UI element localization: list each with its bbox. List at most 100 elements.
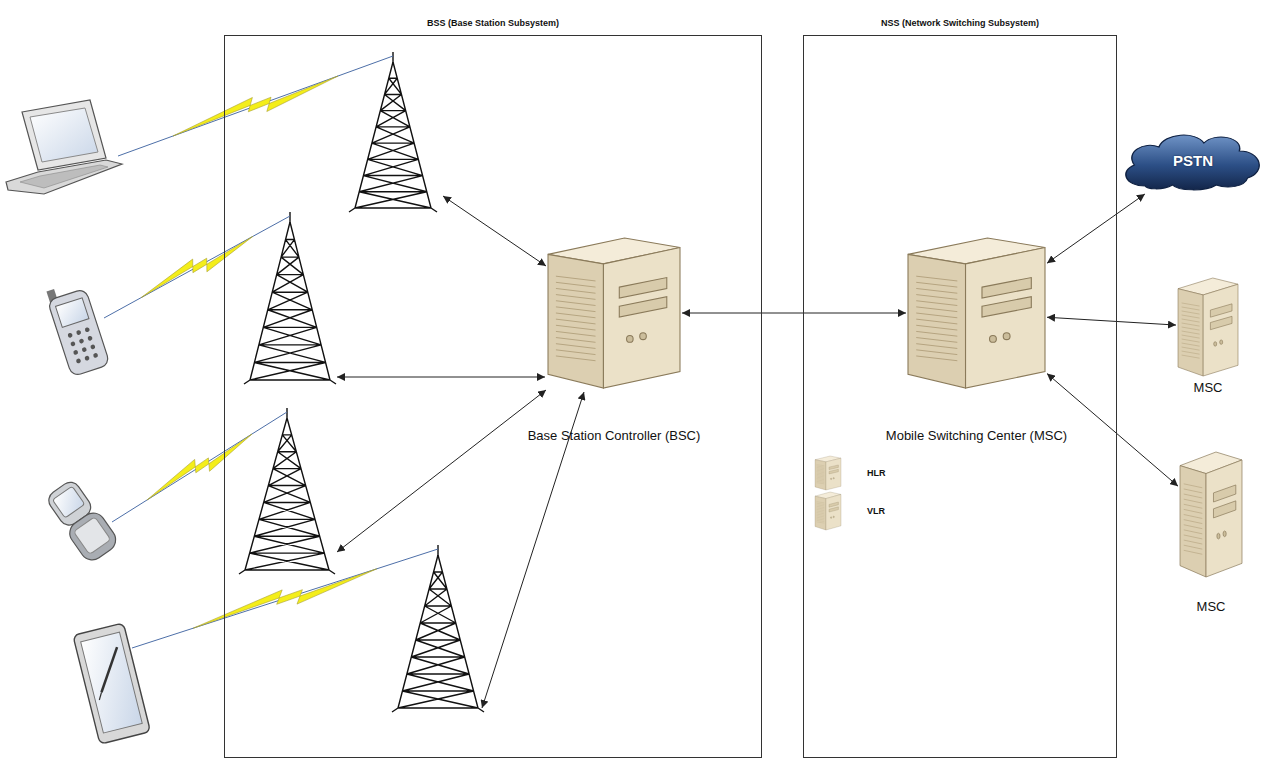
drawing-part <box>93 353 99 359</box>
drawing-part <box>81 347 87 353</box>
node-label: MSC <box>1197 599 1226 614</box>
server-icon <box>817 466 825 467</box>
connector-arrow <box>1047 317 1176 325</box>
server-icon <box>556 313 596 318</box>
server-icon <box>556 282 596 287</box>
server-icon <box>916 307 957 312</box>
server-icon <box>815 460 826 490</box>
server-icon <box>817 465 825 466</box>
server-icon <box>1184 545 1203 549</box>
server-icon <box>1210 304 1232 317</box>
server-icon <box>817 483 825 484</box>
server-icon <box>1180 466 1206 577</box>
drawing-part <box>90 344 96 350</box>
drawing-part <box>337 390 546 552</box>
server-icon <box>1182 351 1200 354</box>
node-label: HLR <box>867 468 886 478</box>
server-icon <box>916 356 957 361</box>
server-icon <box>829 469 838 474</box>
server-icon <box>817 509 825 510</box>
drawing-part <box>443 196 546 266</box>
server-icon <box>1206 460 1242 577</box>
drawing-part <box>76 358 82 364</box>
server-icon <box>548 238 680 388</box>
drawing-part <box>173 76 338 136</box>
server-icon <box>990 336 997 343</box>
server-icon <box>916 325 957 330</box>
server-icon <box>556 331 596 336</box>
drawing-part <box>73 517 110 555</box>
server-icon <box>817 520 825 521</box>
server-icon <box>556 338 596 343</box>
server-icon <box>916 301 957 306</box>
server-icon <box>982 278 1031 298</box>
server-icon <box>982 297 1031 317</box>
server-icon <box>1214 342 1217 346</box>
server-icon <box>817 516 825 517</box>
server-icon <box>556 276 596 281</box>
node-label: PSTN <box>1118 128 1268 192</box>
drawing-part <box>73 623 151 744</box>
server-icon <box>817 502 825 503</box>
server-icon <box>815 492 841 530</box>
server-icon <box>619 278 667 298</box>
server-icon <box>1182 303 1200 306</box>
server-icon <box>556 325 596 330</box>
server-icon <box>817 505 825 506</box>
subsystem-box: BSS (Base Station Subsystem)Base Station… <box>224 35 762 758</box>
database-node: VLR <box>815 492 841 530</box>
server-icon <box>817 511 825 512</box>
server-node: MSC <box>1178 278 1238 376</box>
server-icon <box>817 508 825 509</box>
server-icon <box>908 254 966 388</box>
server-icon <box>1184 530 1203 534</box>
server-icon <box>1182 335 1200 338</box>
server-icon <box>1182 323 1200 326</box>
server-icon <box>640 333 647 340</box>
radio-link <box>132 549 438 648</box>
server-icon <box>1182 319 1200 322</box>
server-icon <box>1184 515 1203 519</box>
server-icon <box>829 502 838 507</box>
server-icon <box>1182 315 1200 318</box>
server-icon <box>1182 339 1200 342</box>
server-node: MSC <box>1180 452 1242 577</box>
drawing-part <box>22 100 106 170</box>
server-icon <box>817 473 825 474</box>
drawing-part <box>67 332 73 338</box>
server-icon <box>815 492 841 530</box>
drawing-part <box>20 165 108 188</box>
server-icon <box>1182 307 1200 310</box>
server-icon <box>1184 489 1203 493</box>
server-icon <box>833 477 834 479</box>
server-icon <box>817 514 825 515</box>
node-label: VLR <box>867 506 885 516</box>
server-icon <box>1220 340 1223 344</box>
drawing-part <box>104 216 290 318</box>
server-icon <box>1182 343 1200 346</box>
server-icon <box>556 301 596 306</box>
server-icon <box>1184 540 1203 544</box>
drawing-part <box>84 327 90 333</box>
server-icon <box>1184 484 1203 488</box>
server-icon <box>556 319 596 324</box>
server-icon <box>817 522 825 523</box>
server-icon <box>1223 531 1226 537</box>
server-icon <box>627 336 634 343</box>
radio-link <box>118 56 393 156</box>
drawing-part <box>141 236 253 297</box>
server-icon <box>817 517 825 518</box>
server-icon <box>916 313 957 318</box>
drawing-part <box>87 335 93 341</box>
server-icon <box>826 458 841 490</box>
server-icon <box>916 331 957 336</box>
server-icon <box>817 469 825 470</box>
drawing-part <box>65 508 120 564</box>
subsystem-box: NSS (Network Switching Subsystem)Mobile … <box>803 35 1117 758</box>
server-icon <box>1217 533 1220 539</box>
server-icon <box>1178 278 1238 376</box>
server-icon <box>817 519 825 520</box>
server-icon <box>817 476 825 477</box>
drawing-part <box>98 692 104 700</box>
server-icon <box>817 481 825 482</box>
